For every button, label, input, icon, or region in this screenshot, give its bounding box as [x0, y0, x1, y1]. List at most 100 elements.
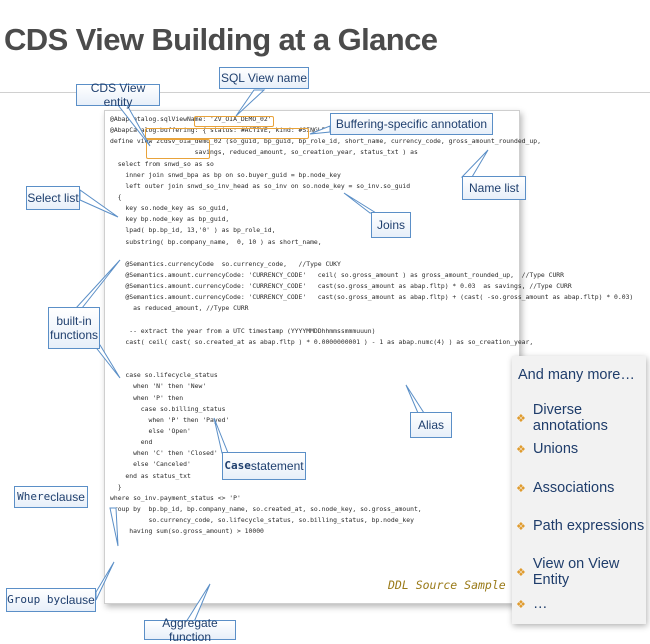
- code-line: @Semantics.amount.currencyCode: 'CURRENC…: [110, 282, 572, 291]
- code-line: left outer join snwd_so_inv_head as so_i…: [110, 181, 411, 190]
- code-line: end as status_txt: [110, 471, 191, 480]
- callout-select-list: Select list: [26, 186, 80, 210]
- diamond-bullet-icon: ❖: [516, 520, 526, 533]
- code-line: group by bp.bp_id, bp.company_name, so.c…: [110, 504, 422, 513]
- name-list-pointer: [460, 149, 489, 178]
- callout-where-clause: Where clause: [14, 486, 88, 508]
- callout-label: Joins: [376, 218, 405, 232]
- joins-pointer: [343, 192, 378, 214]
- callout-sql-view-name: SQL View name: [219, 67, 309, 89]
- ddl-source-caption: DDL Source Sample: [388, 578, 506, 592]
- buffering-pointer: [309, 125, 331, 135]
- code-line: }: [110, 482, 122, 491]
- code-line: @AbapCatalog.sqlViewName: 'ZV_OIA_DEMO_0…: [110, 115, 272, 123]
- cds-entity-highlight: [146, 139, 210, 159]
- code-line: select from snwd_so as so: [110, 159, 214, 168]
- code-line: having sum(so.gross_amount) > 10000: [110, 527, 264, 536]
- callout-joins: Joins: [371, 212, 411, 238]
- code-line: when 'P' then: [110, 393, 184, 402]
- more-item: ❖ View on View Entity: [516, 556, 650, 588]
- cds-entity-pointer: [116, 104, 151, 147]
- callout-label-line1: built-in: [56, 314, 92, 328]
- code-line: lpad( bp.bp_id, 13,'0' ) as bp_role_id,: [110, 226, 276, 235]
- code-line: when 'C' then 'Closed': [110, 449, 218, 458]
- code-line: end: [110, 438, 153, 447]
- code-line: inner join snwd_bpa as bp on so.buyer_gu…: [110, 170, 341, 179]
- callout-aggregate-function: Aggregate function: [144, 616, 236, 644]
- more-features-panel: [512, 356, 646, 624]
- code-sample-panel: [104, 110, 520, 604]
- code-line: case so.lifecycle_status: [110, 371, 218, 380]
- code-line: {: [110, 192, 122, 201]
- callout-label: SQL View name: [220, 71, 308, 85]
- callout-label: Aggregate function: [162, 616, 218, 644]
- select-list-pointer: [79, 189, 119, 218]
- diamond-bullet-icon: ❖: [516, 482, 526, 495]
- code-line: substring( bp.company_name, 0, 10 ) as s…: [110, 237, 322, 246]
- code-line: define view zcdsv_oia_demo_02 (so_guid, …: [110, 137, 541, 146]
- buffering-highlight: [145, 128, 309, 139]
- builtin-pointer-1: [74, 259, 121, 309]
- callout-label-line2: functions: [49, 328, 99, 342]
- callout-keyword: Where: [17, 490, 51, 503]
- more-item: ❖ Unions: [516, 441, 578, 457]
- code-line: @Semantics.amount.currencyCode: 'CURRENC…: [110, 270, 565, 279]
- callout-label: clause: [50, 490, 85, 504]
- code-line: else 'Open': [110, 426, 191, 435]
- more-item-label: Diverse annotations: [532, 402, 608, 434]
- more-item-label: …: [533, 596, 548, 612]
- callout-label: Select list: [27, 191, 79, 205]
- callout-group-by-clause: Group by clause: [6, 588, 96, 612]
- callout-alias: Alias: [410, 412, 452, 438]
- callout-label: Alias: [417, 418, 444, 432]
- title-divider: [0, 92, 650, 93]
- more-item-label: Unions: [533, 441, 579, 457]
- code-line: savings, reduced_amount, so_creation_yea…: [110, 148, 418, 157]
- code-line: @Semantics.currencyCode so.currency_code…: [110, 259, 341, 268]
- callout-keyword: Case: [224, 459, 251, 472]
- code-line: so.currency_code, so.lifecycle_status, s…: [110, 516, 414, 525]
- code-line: cast( ceil( cast( so.created_at as abap.…: [110, 337, 534, 346]
- code-line: -- extract the year from a UTC timestamp…: [110, 326, 376, 335]
- page-title: CDS View Building at a Glance: [4, 22, 438, 57]
- more-item-label: View on View Entity: [532, 556, 620, 588]
- case-pointer: [213, 417, 229, 454]
- callout-cds-view-entity: CDS View entity: [76, 81, 160, 109]
- more-item: ❖…: [516, 596, 548, 612]
- code-line: key bp.node_key as bp_guid,: [110, 215, 230, 224]
- diamond-bullet-icon: ❖: [516, 412, 526, 425]
- ddl-source-code: @AbapCatalog.sqlViewName: 'ZV_OIA_DEMO_0…: [110, 114, 633, 537]
- callout-label: Name list: [468, 181, 519, 195]
- more-item-label: Associations: [533, 480, 615, 496]
- diamond-bullet-icon: ❖: [516, 566, 526, 579]
- code-line: case so.billing_status: [110, 404, 226, 413]
- code-line: else 'Canceled': [110, 460, 191, 469]
- callout-label: clause: [60, 593, 95, 607]
- more-item: ❖ Associations: [516, 480, 614, 496]
- where-pointer: [109, 507, 119, 547]
- callout-label: CDS View entity: [90, 81, 146, 109]
- code-line: when 'P' then 'Payed': [110, 415, 230, 424]
- callout-label: Buffering-specific annotation: [335, 117, 488, 131]
- diamond-bullet-icon: ❖: [516, 443, 526, 456]
- alias-pointer: [405, 384, 425, 414]
- callout-case-statement: Case statement: [222, 452, 306, 480]
- diamond-bullet-icon: ❖: [516, 598, 526, 611]
- code-line: key so.node_key as so_guid,: [110, 204, 230, 213]
- callout-label: statement: [250, 459, 304, 473]
- code-line: @Semantics.amount.currencyCode: 'CURRENC…: [110, 293, 634, 302]
- callout-keyword: Group by: [7, 593, 61, 606]
- callout-buffering: Buffering-specific annotation: [330, 113, 493, 135]
- callout-name-list: Name list: [462, 176, 526, 200]
- sql-view-name-highlight: [194, 116, 274, 127]
- more-item: ❖ Diverse annotations: [516, 402, 650, 434]
- more-features-title: And many more…: [518, 367, 635, 383]
- callout-builtin-functions: built-in functions: [48, 307, 100, 349]
- group-by-pointer: [95, 561, 115, 601]
- code-line: where so_inv.payment_status <> 'P': [110, 493, 241, 502]
- more-item-label: Path expressions: [533, 518, 645, 534]
- builtin-pointer-2: [92, 344, 121, 379]
- code-line: as reduced_amount, //Type CURR: [110, 304, 249, 313]
- sql-view-pointer: [235, 89, 266, 117]
